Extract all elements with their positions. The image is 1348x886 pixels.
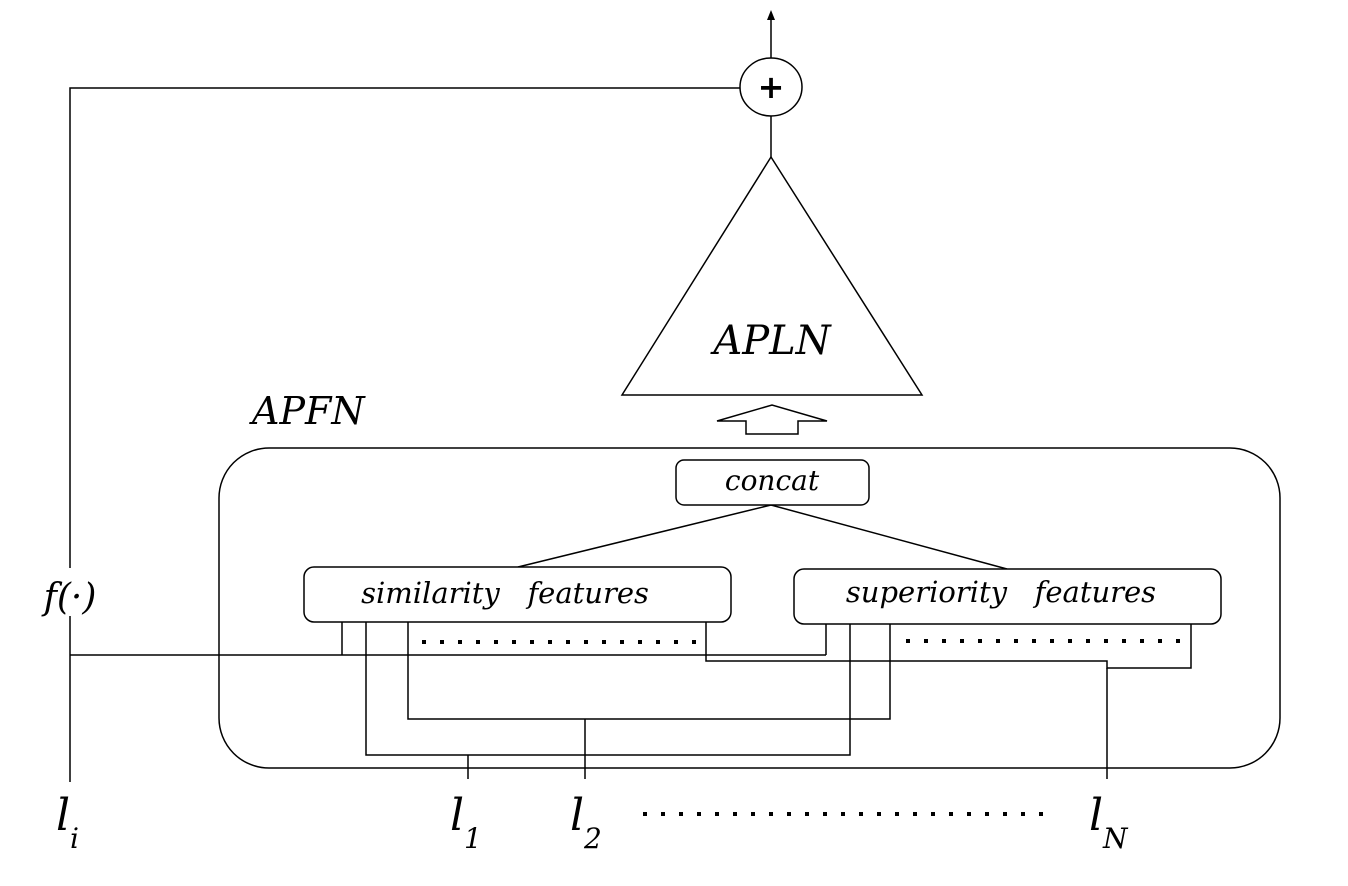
input-li-base: l (56, 790, 70, 841)
superiority-features-box (793, 568, 1222, 625)
input-l1: l 1 (450, 790, 482, 855)
l2-routing-line (407, 622, 891, 720)
apln-triangle (620, 155, 924, 396)
apln-label: APLN (709, 318, 832, 364)
input-l2-base: l (570, 790, 584, 841)
input-ln-sub: N (1102, 822, 1129, 855)
apfn-to-apln-arrow (716, 404, 828, 435)
input-l1-base: l (450, 790, 464, 841)
concat-to-superiority-line (770, 504, 1008, 570)
input-li-sub: i (70, 822, 79, 855)
similarity-features-box (303, 566, 732, 623)
concat-label: concat (725, 464, 820, 497)
apfn-container (218, 447, 1281, 769)
l1-routing-line (365, 622, 851, 756)
input-l1-sub: 1 (464, 822, 482, 855)
transform-label-bg (32, 568, 108, 616)
apfn-label: APFN (249, 389, 366, 433)
input-li: l i (56, 790, 79, 855)
transform-label: f(·) (41, 577, 97, 618)
similarity-features-label: similarity features (361, 576, 649, 610)
sum-symbol: + (758, 68, 785, 106)
input-ln-base: l (1089, 790, 1103, 841)
input-l2: l 2 (570, 790, 602, 855)
input-ln: l N (1089, 790, 1129, 855)
concat-box (675, 459, 870, 506)
skip-connection-line (69, 87, 740, 782)
input-l2-sub: 2 (583, 822, 602, 855)
concat-to-similarity-line (517, 504, 772, 568)
superiority-features-label: superiority features (846, 575, 1156, 609)
ln-routing-line (705, 622, 1192, 669)
